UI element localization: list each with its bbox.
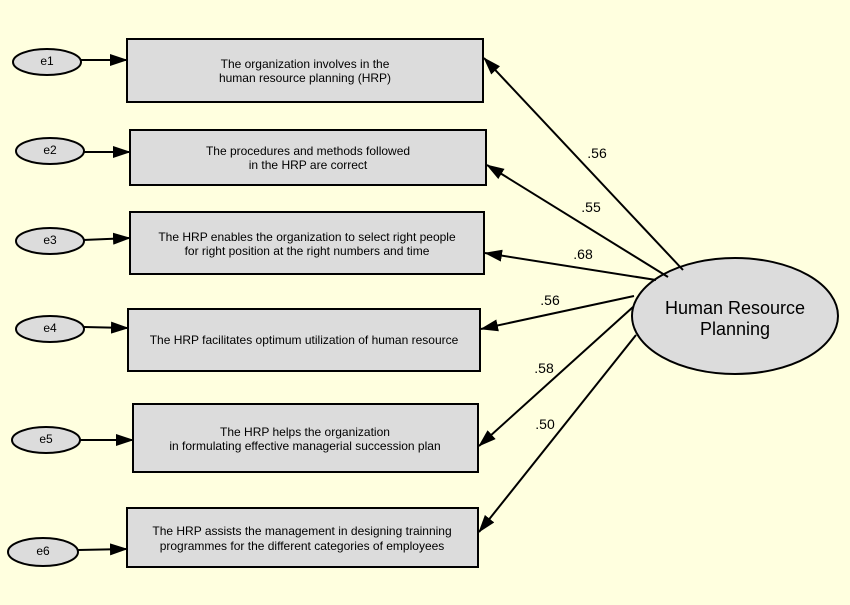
error-label-5: e5 [39,432,53,446]
loading-arrow-4 [480,295,635,332]
error-arrow-3 [82,232,131,245]
error-ellipse-4 [15,315,85,343]
indicator-box-4 [127,308,481,372]
loading-label-5: .58 [534,360,554,376]
latent-label-line1: Human Resource [665,298,805,318]
indicator-1: e1 The organization involves in the huma… [12,38,684,271]
error-ellipse-6 [7,537,79,567]
indicator-text-3b: for right position at the right numbers … [185,244,430,258]
indicator-3: e3 The HRP enables the organization to s… [15,211,657,281]
indicator-text-5a: The HRP helps the organization [220,425,390,439]
latent-ellipse [631,257,839,375]
error-ellipse-5 [11,426,81,454]
indicator-text-3a: The HRP enables the organization to sele… [158,230,456,244]
loading-arrow-3 [484,249,657,281]
indicator-text-6a: The HRP assists the management in design… [152,524,451,538]
indicator-box-3 [129,211,485,275]
loading-label-4: .56 [540,292,560,308]
loading-arrow-2 [486,164,669,278]
indicator-text-6b: programmes for the different categories … [160,539,445,553]
indicator-5: e5 The HRP helps the organization in for… [11,306,634,473]
loading-label-2: .55 [581,199,601,215]
indicator-box-2 [129,129,487,186]
indicator-text-5b: in formulating effective managerial succ… [169,439,440,453]
error-arrow-6 [77,543,128,556]
error-ellipse-2 [15,137,85,165]
indicator-4: e4 The HRP facilitates optimum utilizati… [15,292,635,372]
error-label-2: e2 [43,143,57,157]
indicator-text-4a: The HRP facilitates optimum utilization … [150,333,459,347]
indicator-box-5 [132,403,479,473]
error-arrow-4 [83,321,129,334]
indicator-6: e6 The HRP assists the management in des… [7,334,637,568]
indicator-text-1a: The organization involves in the [221,57,390,71]
latent-label-line2: Planning [700,319,770,339]
error-ellipse-1 [12,48,82,76]
error-ellipse-3 [15,227,85,255]
indicator-box-6 [126,507,479,568]
indicator-box-1 [126,38,484,103]
error-label-3: e3 [43,233,57,247]
indicator-text-2b: in the HRP are correct [249,158,368,172]
error-label-4: e4 [43,321,57,335]
indicator-text-1b: human resource planning (HRP) [219,71,391,85]
error-label-1: e1 [40,54,54,68]
indicator-2: e2 The procedures and methods followed i… [15,129,669,278]
latent-factor: Human Resource Planning [631,257,839,375]
loading-arrow-5 [478,306,634,447]
loading-arrow-1 [483,57,684,271]
loading-label-3: .68 [573,246,593,262]
loading-arrow-6 [478,334,637,533]
indicator-text-2a: The procedures and methods followed [206,144,410,158]
error-label-6: e6 [36,544,50,558]
loading-label-1: .56 [587,145,607,161]
loading-label-6: .50 [535,416,555,432]
